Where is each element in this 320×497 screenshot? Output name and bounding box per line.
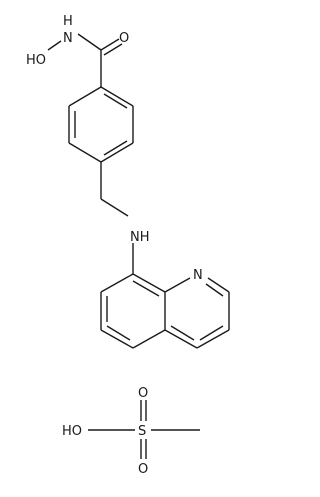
mesylate-sulfur-label: S <box>138 424 146 439</box>
hydroxyl-oxygen-label: HO <box>26 53 46 68</box>
bond-carbonyl-double-a <box>100 38 120 51</box>
benzene-inner-2 <box>103 140 128 156</box>
quinoline-bond-c5-c6 <box>100 329 134 349</box>
benzene-inner-1 <box>103 93 128 109</box>
quinoline-inner-pyr-1 <box>205 283 224 297</box>
quinoline-bond-n1-c2 <box>207 277 230 293</box>
bond-o-n <box>47 40 62 51</box>
quinoline-inner-benzo-1 <box>132 280 160 297</box>
chemical-structure: N H HO O NH <box>26 14 230 477</box>
quinoline-n-label: N <box>193 268 203 283</box>
quinoline-inner-pyr-3 <box>170 325 195 341</box>
benzene-bond-3 <box>100 142 134 163</box>
methylene-linker <box>100 162 129 217</box>
mesylate-oxo-top-label: O <box>138 386 148 401</box>
quinoline-ring <box>100 243 230 349</box>
bond-n-carbonyl <box>77 33 102 51</box>
hydroxamate-n-label: N <box>63 31 73 46</box>
mesylate-oxo-bottom-label: O <box>138 462 148 477</box>
quinoline-bond-c4a-c5 <box>132 329 166 349</box>
bond-carbonyl-double-b <box>103 43 123 56</box>
benzene-ring <box>68 86 134 163</box>
quinoline-bond-c4-c4a <box>164 329 198 349</box>
quinoline-bond-c8-c8a <box>132 273 166 293</box>
amine-nh-label: NH <box>130 230 150 245</box>
hydroxamic-acid-group <box>47 33 123 87</box>
benzene-bond-4 <box>68 142 102 163</box>
hydroxamate-h-label: H <box>63 14 73 29</box>
quinoline-inner-benzo-2 <box>106 325 131 341</box>
quinoline-bond-c7-c8 <box>100 273 134 293</box>
benzene-bond-6 <box>68 86 102 107</box>
benzene-bond-1 <box>100 86 134 107</box>
quinoline-bond-c3-c4 <box>196 329 230 349</box>
quinoline-inner-pyr-2 <box>199 325 224 341</box>
quinoline-bond-c8a-n1 <box>164 277 191 293</box>
carbonyl-oxygen-label: O <box>119 31 129 46</box>
mesylate-hydroxyl-label: HO <box>62 424 82 439</box>
bond-ch2-nh <box>100 198 129 217</box>
methanesulfonic-acid <box>88 400 200 459</box>
